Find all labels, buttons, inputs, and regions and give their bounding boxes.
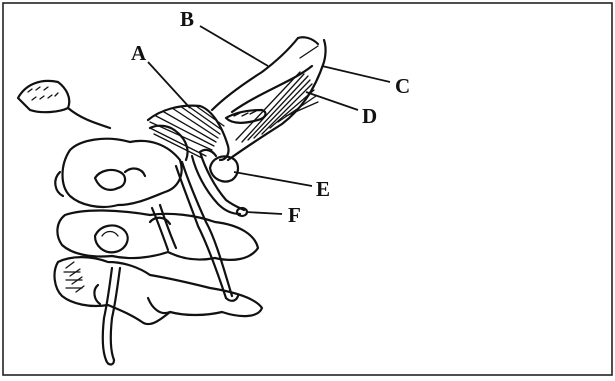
label-a: A	[131, 41, 147, 65]
frame-border	[3, 3, 612, 375]
label-e: E	[316, 177, 330, 201]
label-f: F	[288, 203, 301, 227]
label-c: C	[395, 74, 410, 98]
label-b: B	[180, 7, 194, 31]
label-d: D	[362, 104, 377, 128]
